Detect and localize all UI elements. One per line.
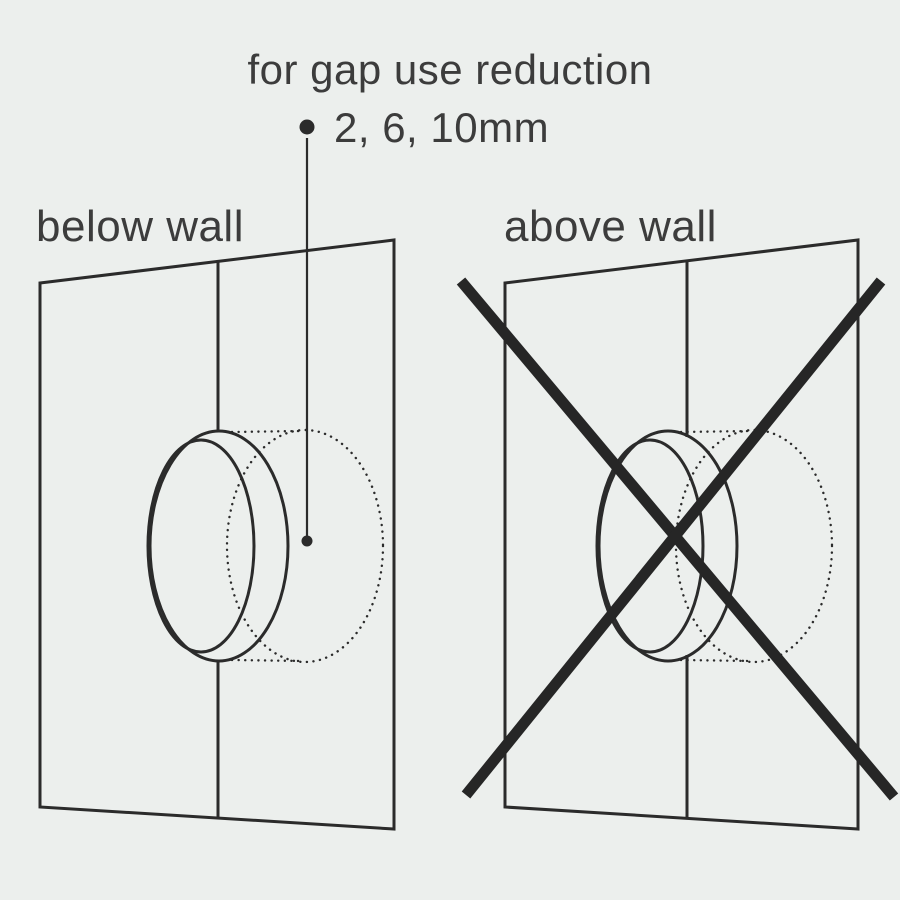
recess-dotted-top-edge [230, 429, 304, 434]
bullet-dot [299, 119, 315, 135]
below-wall-label: below wall [36, 202, 244, 251]
recess-dotted-bottom-edge [679, 658, 753, 663]
title: for gap use reduction [247, 46, 653, 93]
mount-rim [597, 429, 739, 663]
wall-panel [503, 238, 860, 831]
mount-front-face [146, 438, 256, 654]
leader-end-dot [301, 535, 313, 547]
mount-front-face [595, 438, 705, 654]
leader [299, 119, 315, 547]
gap-sizes-note: 2, 6, 10mm [334, 104, 550, 151]
mount-rim [148, 429, 290, 663]
wall-panel [38, 238, 396, 831]
recess-dotted-bottom-edge [230, 658, 304, 663]
recess-dotted-top-edge [679, 429, 753, 434]
recess-dotted-outline [225, 428, 385, 664]
cross-out-icon [456, 277, 899, 801]
cross-stroke-ascending [461, 277, 886, 799]
above-wall-label: above wall [504, 202, 717, 251]
below-wall-drawing [38, 238, 396, 831]
